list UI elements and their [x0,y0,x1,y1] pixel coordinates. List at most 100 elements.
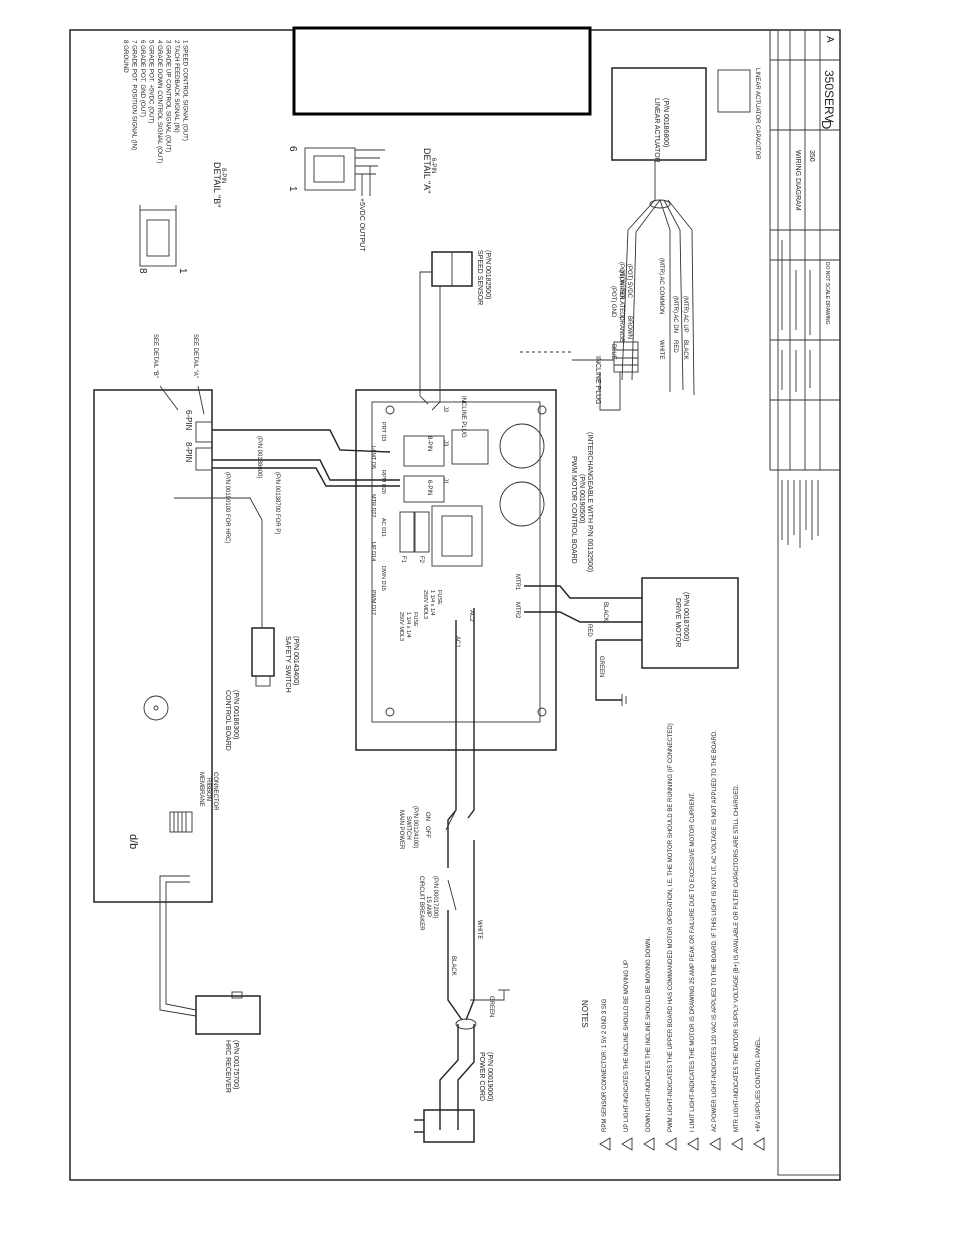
wire-label: (POT) WIPER [618,262,624,300]
note-marker [665,1137,677,1151]
notes-title: NOTES [580,1000,589,1028]
title-block: WIRING DIAGRAM 350 D 350SERV A DO NOT SC… [769,29,841,1176]
switch-off: OFF [424,826,430,838]
connector-j1: J1 [442,478,448,485]
board-title: PWM MOTOR CONTROL BOARD [570,456,577,564]
switch-label: SWITCH [405,816,411,840]
control-board-label: CONTROL BOARD [224,690,231,751]
detail-a-vdc: +5VDC OUTPUT [358,198,365,252]
note-marker [621,1137,633,1151]
title-size: D [819,120,834,129]
note-marker [731,1137,743,1151]
wire-label: BLUE [610,344,616,360]
ribbon-label: RIBBON [205,778,211,801]
speed-sensor-pn: (P/N 00182500) [484,250,491,299]
power-cord-label: POWER CORD [478,1052,485,1101]
actuator-capacitor-label: LINEAR ACTUATOR CAPACITOR [754,68,760,160]
notes-section: NOTES RPM SENSOR CONNECTOR: 1 5V 2 GND 3… [580,723,765,1151]
linear-actuator-pn: (P/N 00186800) [662,98,669,147]
power-cord-pn: (P/N 00019000) [486,1052,493,1101]
fuse-1-label: 250V MDL3 [398,612,404,641]
detail-b-pin8: 8 [137,268,148,274]
detail-b-pin1: 1 [177,268,188,274]
fuse-2-size: 1 1/4 x 1/4 [429,590,435,616]
wire-label: (MTR) AC DN [672,296,678,333]
switch-on: ON [424,812,430,821]
power-cord: POWER CORD (P/N 00019000) [414,1018,493,1143]
note-item: MTR LIGHT-INDICATES THE MOTOR SUPPLY VOL… [734,784,740,1132]
note-item: RPM SENSOR CONNECTOR: 1 5V 2 GND 3 SIG [602,998,608,1132]
blank-title-box [292,26,592,116]
board-led-label: AC D11 [380,518,386,537]
detail-a-label: DETAIL "A" [422,148,432,193]
control-board-pn: (P/N 00186300) [232,690,239,739]
incline-plug-board-label: INCLINE PLUG [460,396,466,438]
board-8pin: 8-PIN [426,436,432,451]
linear-actuator: LINEAR ACTUATOR (P/N 00186800) LINEAR AC… [611,67,760,396]
safety-switch-label: SAFETY SWITCH [284,636,291,693]
fuse-2-label: 250V MDL3 [422,590,428,619]
drive-motor: DRIVE MOTOR (P/N 00187600) BLACK RED GRE… [524,577,739,706]
terminal-ac2: AC2 [468,610,474,622]
title-wiring-diagram: WIRING DIAGRAM [794,150,801,211]
terminal-mtr1: MTR1 [514,574,520,591]
pin-list-item: 8 GROUND [122,40,129,73]
board-led-label: MTR D22 [370,494,376,518]
power-path: MAIN POWER SWITCH (P/N 00124100) ON OFF … [398,608,510,1021]
board-led-label: I-LMT D6 [370,446,376,469]
see-detail-a: SEE DETAIL "A" [192,334,198,378]
board-note: (INTERCHANGEABLE WITH P/N 00132500) [586,432,593,572]
pin-list-item: 1 SPEED CONTROL SIGNAL (OUT) [182,40,189,141]
title-no-scale: DO NOT SCALE DRAWING [824,262,830,325]
fuse-1-text: FUSE [412,612,418,627]
control-6pin: 6-PIN [184,410,193,431]
pin-list-item: 3 GRADE UP CONTROL SIGNAL (OUT) [165,40,172,152]
note-marker [599,1137,611,1151]
control-board-logo: d/b [127,834,139,849]
control-harness: (P/N 00138600) (P/N 00190100 FOR HRC) (P… [212,286,466,543]
hrc-receiver-label: HRC RECEIVER [224,1040,231,1093]
board-pn: (P/N 00190500) [578,474,585,523]
detail-a-pin6: 6 [287,146,298,152]
wire-green-2: GREEN [488,996,494,1017]
pin-list-item: 7 GRADE POT. POSITION SIGNAL (IN) [131,40,138,150]
main-power-pn: (P/N 00124100) [412,806,418,848]
note-item: I LIMIT LIGHT-INDICATES THE MOTOR IS DRA… [690,792,696,1132]
breaker-label: CIRCUIT BREAKER [418,876,424,931]
detail-a-pin1: 1 [287,186,298,192]
wire-label: ORANGE [618,316,624,342]
wire-label: (MTR) AC UP [682,296,688,333]
title-drawing-no: 350SERV [822,70,836,122]
terminal-mtr2: MTR2 [514,602,520,619]
title-rev: A [824,36,835,43]
board-led-label: RPM D20 [380,470,386,494]
board-led-label: PWM D17 [370,590,376,615]
incline-plug-connector: INCLINE PLUG [520,341,639,411]
breaker-amp: 15 AMP [425,896,431,917]
detail-b-label: DETAIL "B" [212,162,222,207]
speed-sensor-label: SPEED SENSOR [476,250,483,305]
fuse-f2: F2 [418,556,424,564]
wire-black-2: BLACK [450,956,456,976]
control-8pin: 8-PIN [184,442,193,463]
drive-motor-pn: (P/N 00187600) [682,592,689,641]
drive-motor-label: DRIVE MOTOR [674,598,681,647]
fuse-2-text: FUSE [436,590,442,605]
note-marker [709,1137,721,1151]
note-marker [687,1137,699,1151]
board-led-label: DWN D15 [380,566,386,591]
fuse-f1: F1 [400,556,406,564]
note-item: +8V SUPPLIES CONTROL PANEL. [756,1036,762,1132]
wire-label: WHITE [658,340,664,359]
wire-label: (NON-ISOLATED) [618,270,624,319]
terminal-ac1: AC1 [454,636,460,648]
wire-white: WHITE [476,920,482,939]
fuse-1-size: 1 1/4 x 1/4 [405,612,411,638]
incline-plug-label: INCLINE PLUG [594,356,601,405]
safety-switch: SAFETY SWITCH (P/N 00143400) [174,497,299,693]
wire-black: BLACK [602,602,608,622]
